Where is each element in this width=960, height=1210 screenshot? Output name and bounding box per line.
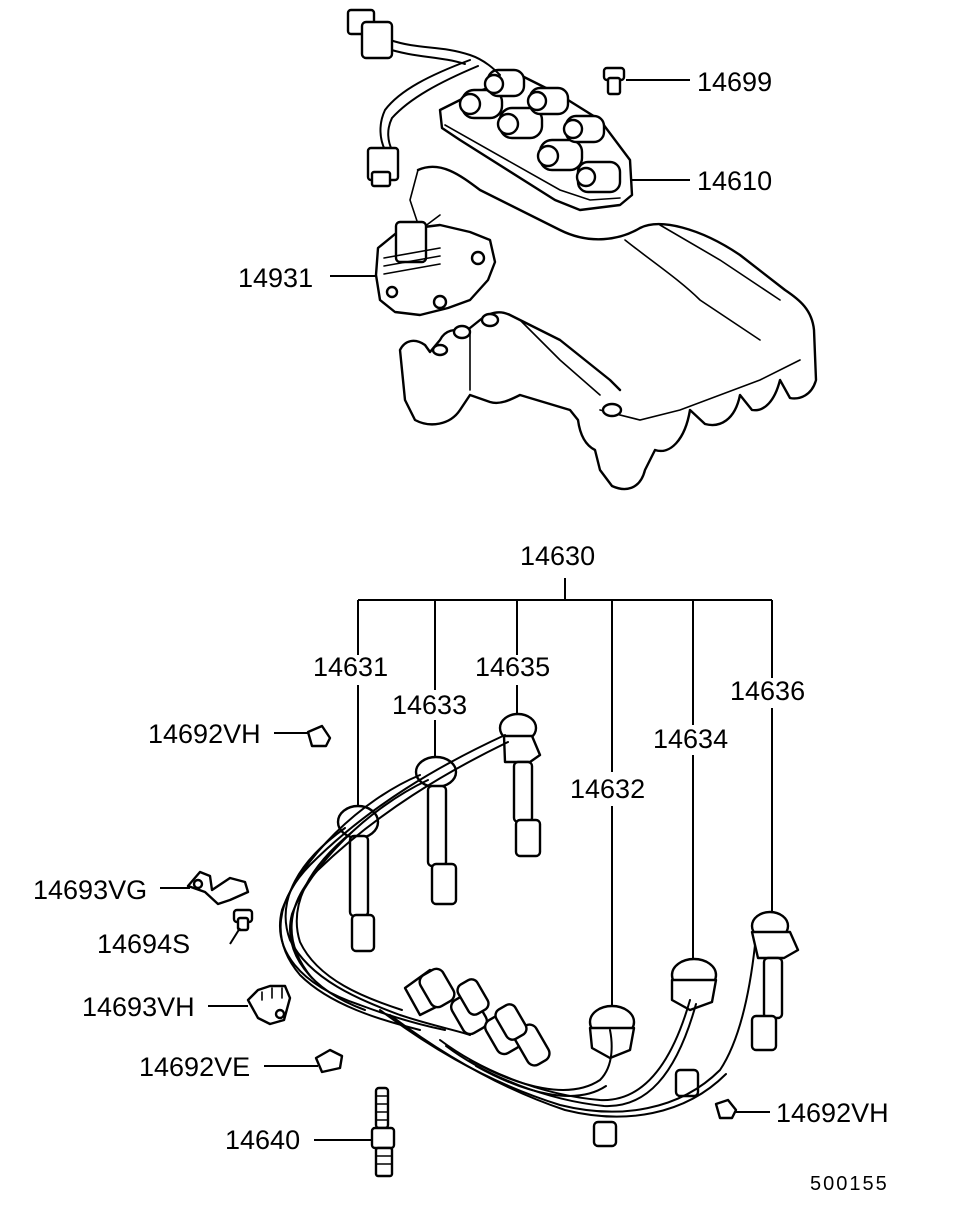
label-14692vh-bottom: 14692VH (776, 1098, 889, 1128)
figure-code: 500155 (810, 1173, 889, 1195)
leader-lines-top (330, 79, 690, 277)
clamp-14692ve (314, 1048, 344, 1074)
clamp-14692vh-top (306, 724, 332, 748)
label-14931: 14931 (238, 263, 313, 293)
label-14634: 14634 (653, 724, 728, 754)
ignition-module (374, 220, 497, 317)
bolt-14694s (232, 908, 254, 932)
coil-wire-harness (346, 8, 501, 188)
label-14694s: 14694S (97, 929, 190, 959)
label-14693vg: 14693VG (33, 875, 147, 905)
label-14699: 14699 (697, 67, 772, 97)
label-14640: 14640 (225, 1125, 300, 1155)
spark-plug (370, 1086, 396, 1178)
label-14631: 14631 (313, 652, 388, 682)
label-14636: 14636 (730, 676, 805, 706)
bolt-14699 (602, 66, 626, 96)
label-14635: 14635 (475, 652, 550, 682)
label-14693vh: 14693VH (82, 992, 195, 1022)
plug-boot-14632 (588, 1004, 636, 1148)
clamp-14692vh-bottom (714, 1098, 738, 1120)
plug-wires (279, 734, 756, 1118)
label-14692vh-top: 14692VH (148, 719, 261, 749)
plug-boot-14636 (750, 910, 800, 1052)
ignition-coil (438, 68, 634, 212)
wire-set-bracket (357, 578, 773, 1010)
label-14692ve: 14692VE (139, 1052, 250, 1082)
coil-end-boots (403, 967, 551, 1067)
label-14610: 14610 (697, 166, 772, 196)
intake-manifold (398, 165, 818, 491)
plug-boot-14635 (498, 712, 542, 858)
label-14633: 14633 (392, 690, 467, 720)
bracket-14693vg (186, 870, 250, 906)
label-14632: 14632 (570, 774, 645, 804)
label-14630: 14630 (520, 541, 595, 571)
plug-boot-14634 (670, 957, 718, 1098)
bracket-14693vh (246, 984, 292, 1026)
part-labels: 14699 14610 14931 14630 14631 14633 1463… (33, 67, 889, 1195)
leader-lines-bottom (160, 732, 770, 1141)
plug-boot-14633 (414, 755, 458, 906)
